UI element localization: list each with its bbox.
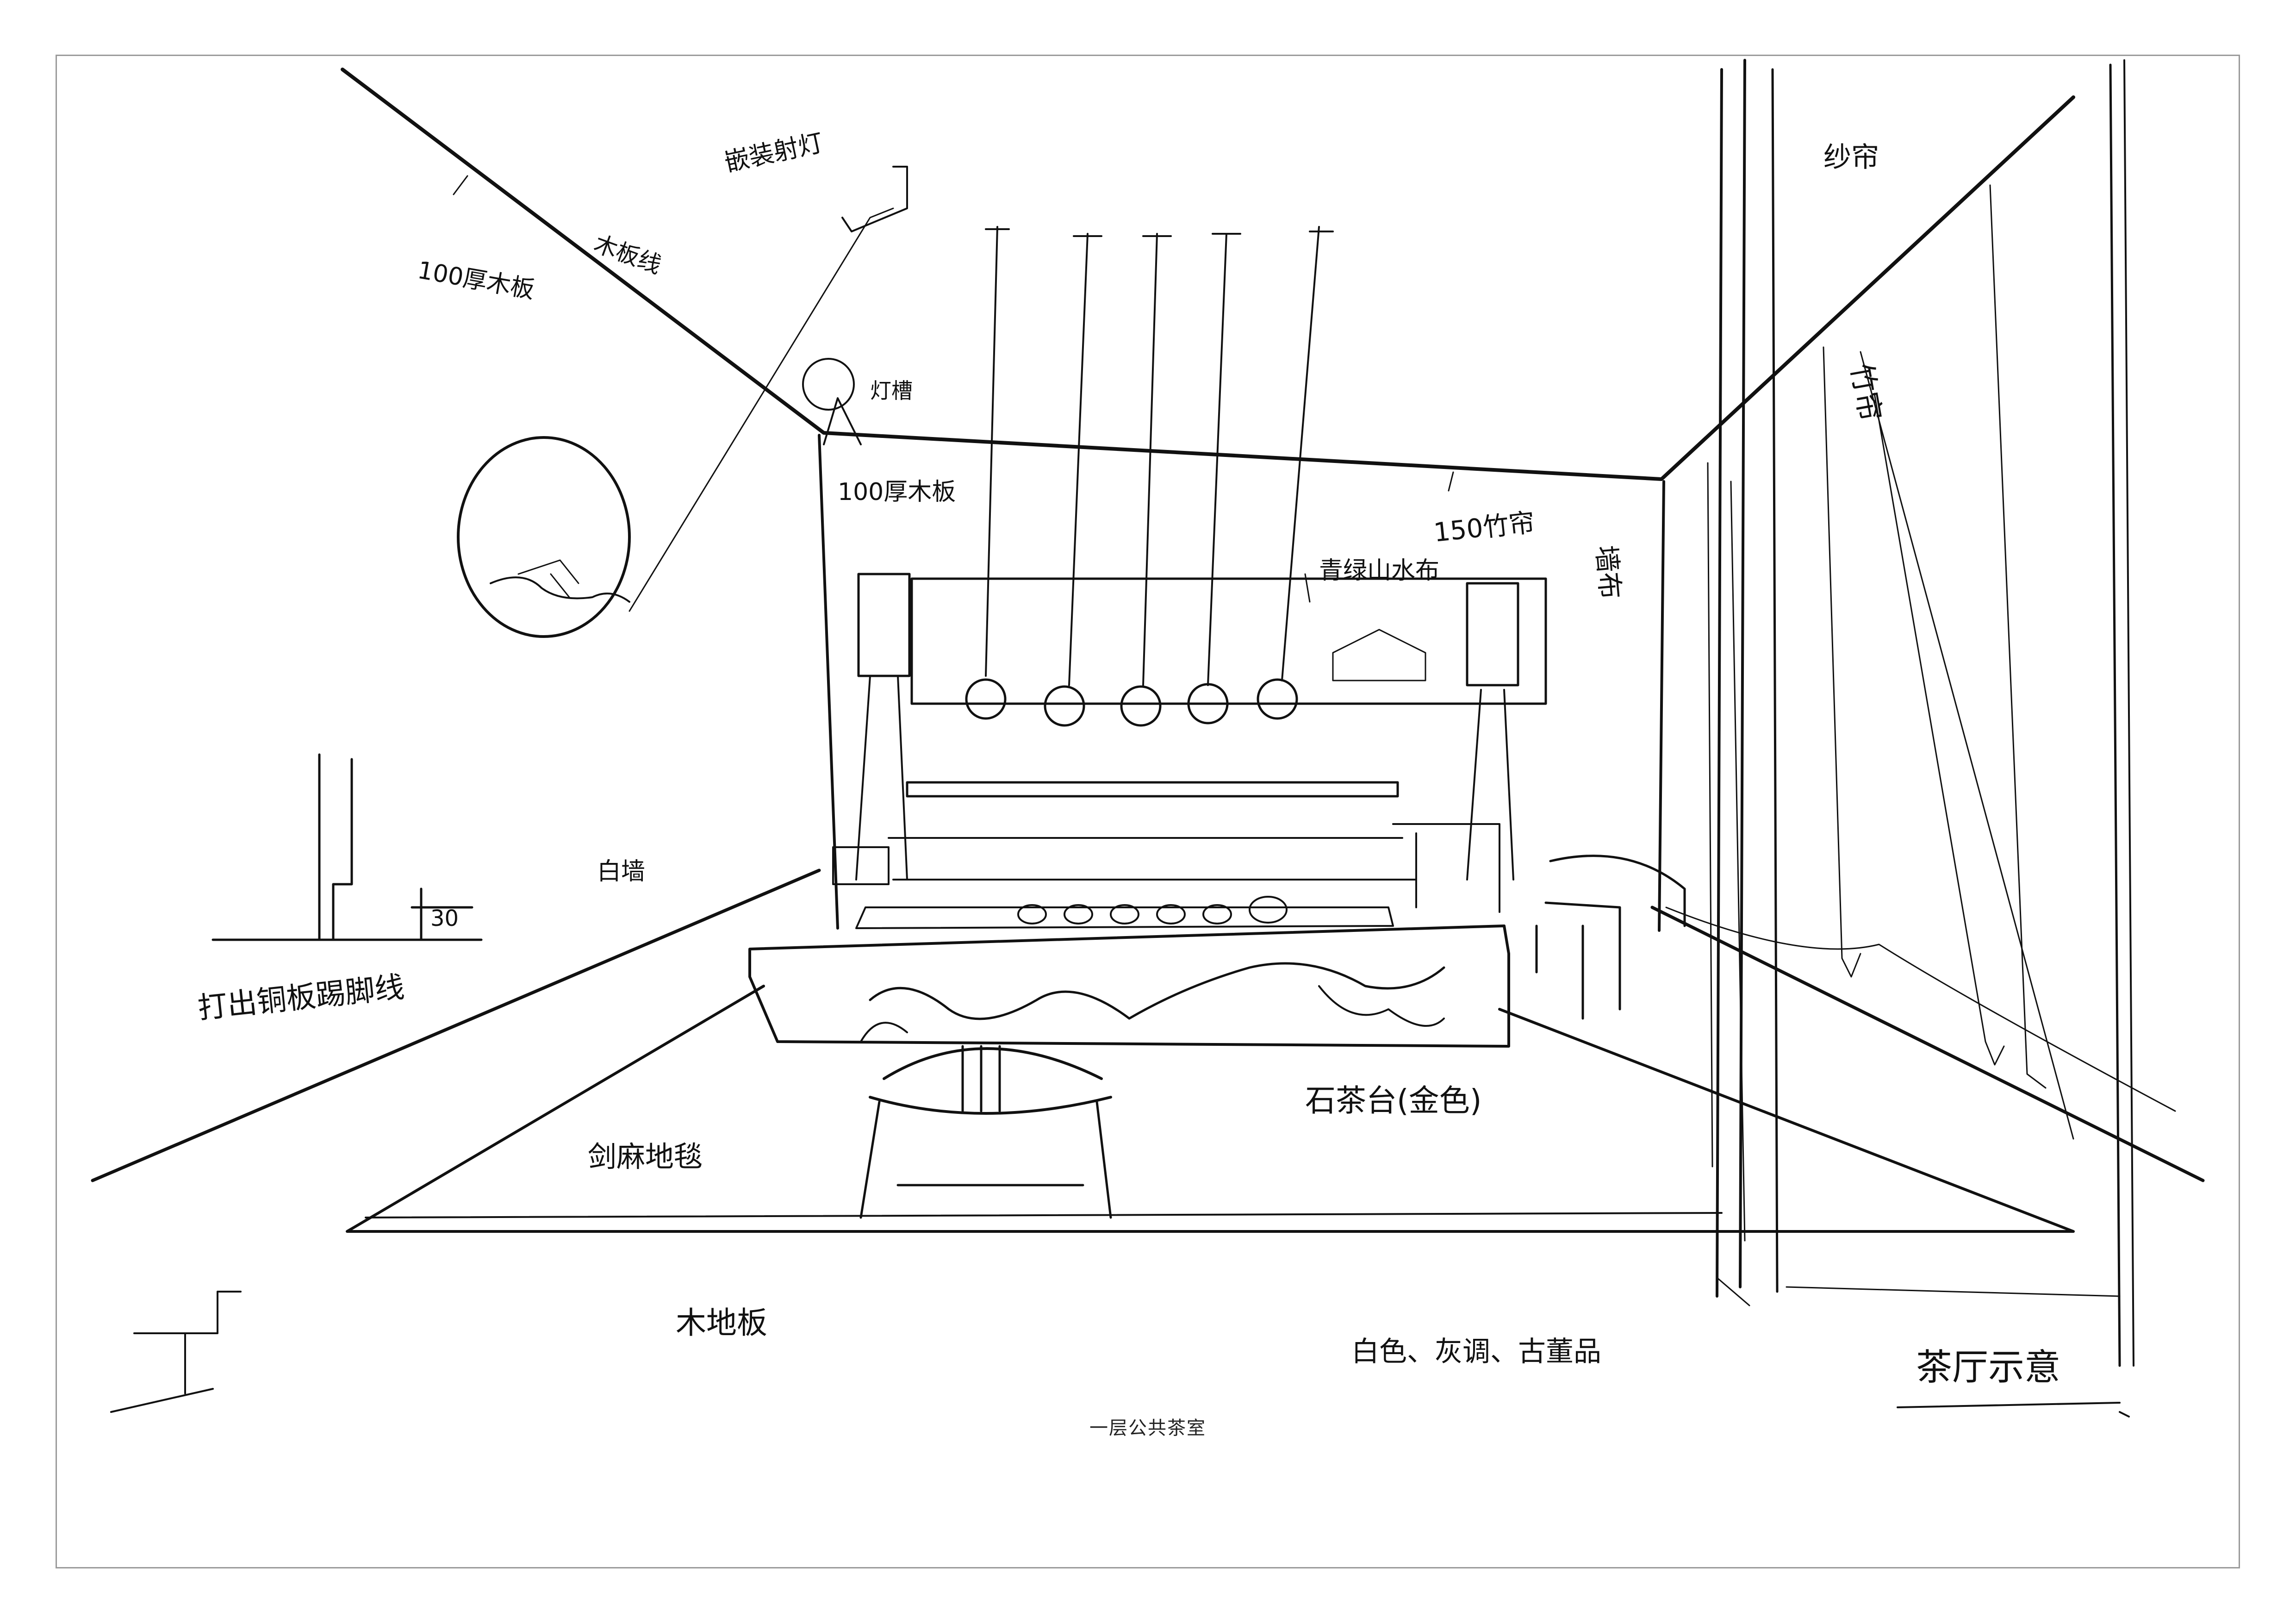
stone-tea-table <box>748 896 1510 1048</box>
tea-cups <box>1017 896 1288 924</box>
label-light-slot: 灯槽 <box>870 378 913 403</box>
side-chair <box>1535 855 1686 1020</box>
leader-lines <box>453 166 1454 612</box>
label-finishes: 白色、灰调、古董品 <box>1351 1336 1601 1368</box>
label-white-wall: 白墙 <box>597 858 645 886</box>
label-ceiling-line: 木板线 <box>591 230 665 279</box>
annotation-labels: 100厚木板 木板线 嵌装射灯 灯槽 100厚木板 150竹帘 纱帘 竹帘 青绿… <box>196 128 2130 1418</box>
label-floor: 木地板 <box>676 1305 767 1341</box>
label-wood-board: 100厚木板 <box>838 478 956 506</box>
curtain-panels <box>1665 59 2176 1367</box>
sheet-caption: 一层公共茶室 <box>1089 1418 1206 1439</box>
label-spotlight: 嵌装射灯 <box>722 128 826 177</box>
sheet-border <box>56 55 2240 1568</box>
label-wall-cloth: 墙布 <box>1590 544 1626 600</box>
label-gauze-curtain: 纱帘 <box>1823 141 1879 174</box>
label-skirting-dim: 30 <box>430 906 459 931</box>
pendant-lamps <box>965 226 1334 727</box>
label-ceiling-board: 100厚木板 <box>416 256 537 304</box>
label-skirting: 打出铜板踢脚线 <box>196 970 406 1025</box>
front-chair <box>859 1045 1112 1219</box>
skirting-detail <box>110 753 483 1413</box>
carpet-outline <box>346 985 2075 1233</box>
back-wall-furniture <box>832 573 1547 913</box>
label-bamboo-screen: 竹帘 <box>1844 361 1887 424</box>
label-carpet: 剑麻地毯 <box>588 1140 703 1174</box>
moon-window <box>457 436 631 638</box>
label-green-cloth: 青绿山水布 <box>1319 557 1439 585</box>
label-bamboo-curtain: 150竹帘 <box>1432 507 1536 548</box>
room-outline <box>91 68 2205 1182</box>
label-tea-table: 石茶台(金色) <box>1305 1083 1482 1118</box>
label-title-mark: 茶厅示意 <box>1916 1347 2060 1388</box>
